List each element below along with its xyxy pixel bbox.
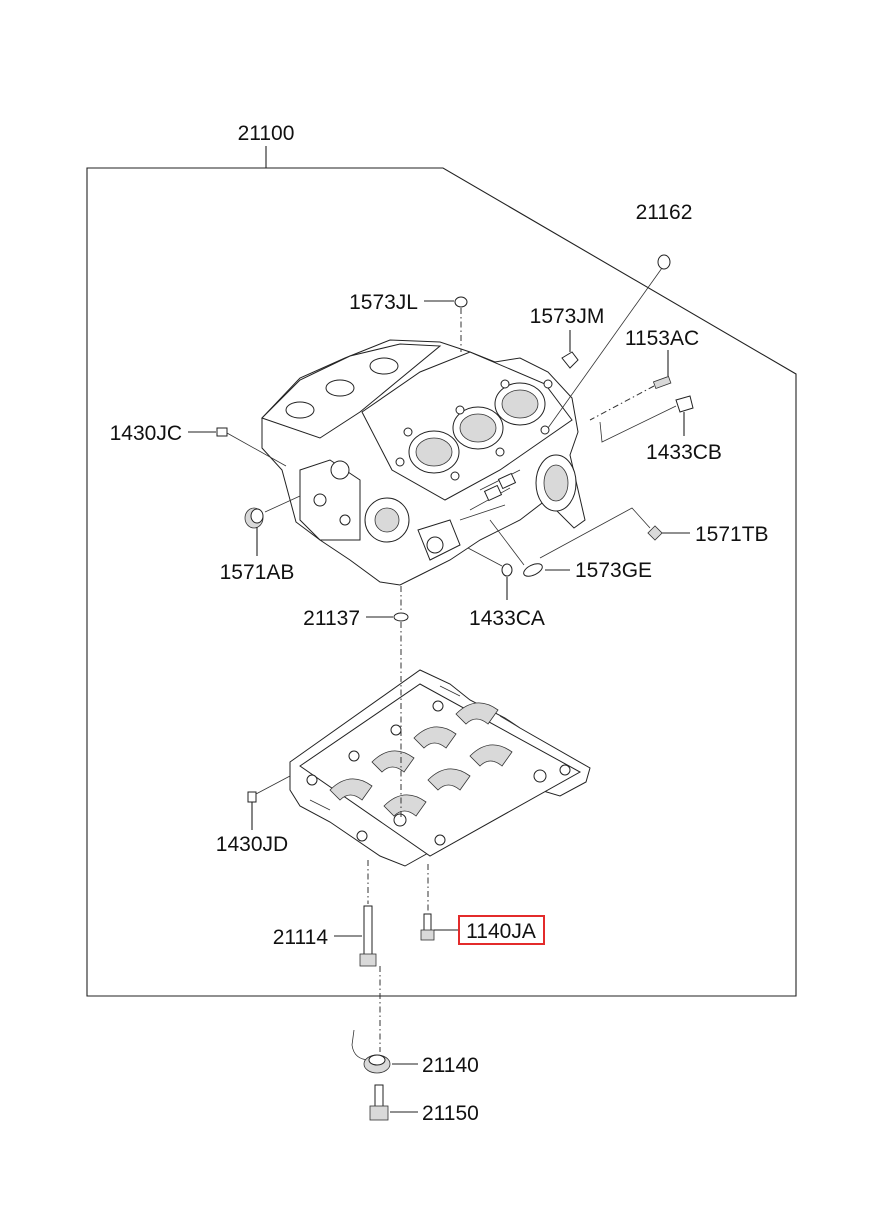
part-1433CA-dowel <box>467 547 513 600</box>
label-1153AC: 1153AC <box>625 327 699 350</box>
part-1573JM-plug <box>561 330 579 369</box>
label-1573JL: 1573JL <box>349 291 418 314</box>
label-1571AB: 1571AB <box>220 561 295 584</box>
label-1140JA[interactable]: 1140JA <box>466 920 536 943</box>
crankcase-lower <box>289 669 591 867</box>
label-21140: 21140 <box>422 1054 479 1077</box>
label-21162: 21162 <box>636 201 693 224</box>
label-1573GE: 1573GE <box>575 559 652 582</box>
label-21114: 21114 <box>273 926 329 949</box>
label-1430JC: 1430JC <box>110 422 182 445</box>
part-1573JL-cap <box>424 296 468 352</box>
assembly-frame <box>86 167 797 997</box>
label-1433CB: 1433CB <box>646 441 722 464</box>
cylinder-block-upper <box>261 339 586 586</box>
part-21137-oring <box>366 586 409 820</box>
label-1571TB: 1571TB <box>695 523 769 546</box>
part-1571TB-plug <box>539 507 690 559</box>
part-1573GE-plug <box>489 519 570 577</box>
part-21140 <box>351 966 418 1074</box>
label-21100: 21100 <box>238 122 295 145</box>
part-1430JD-dowel <box>247 775 291 830</box>
part-1153AC-stud <box>589 350 672 421</box>
label-21137: 21137 <box>303 607 360 630</box>
part-21162-plug <box>547 254 671 429</box>
part-1140JA-bolt <box>420 864 458 941</box>
highlight-box-1140JA <box>458 915 545 945</box>
part-1571AB-plug <box>244 495 301 556</box>
part-21114-bolt <box>334 860 377 967</box>
label-1430JD: 1430JD <box>216 833 288 856</box>
part-1430JC-dowel <box>188 427 287 467</box>
part-21150-bolt <box>369 1084 418 1121</box>
label-21150: 21150 <box>422 1102 479 1125</box>
label-1433CA: 1433CA <box>469 607 545 630</box>
label-1573JM: 1573JM <box>530 305 605 328</box>
part-1433CB-dowel <box>599 395 694 443</box>
